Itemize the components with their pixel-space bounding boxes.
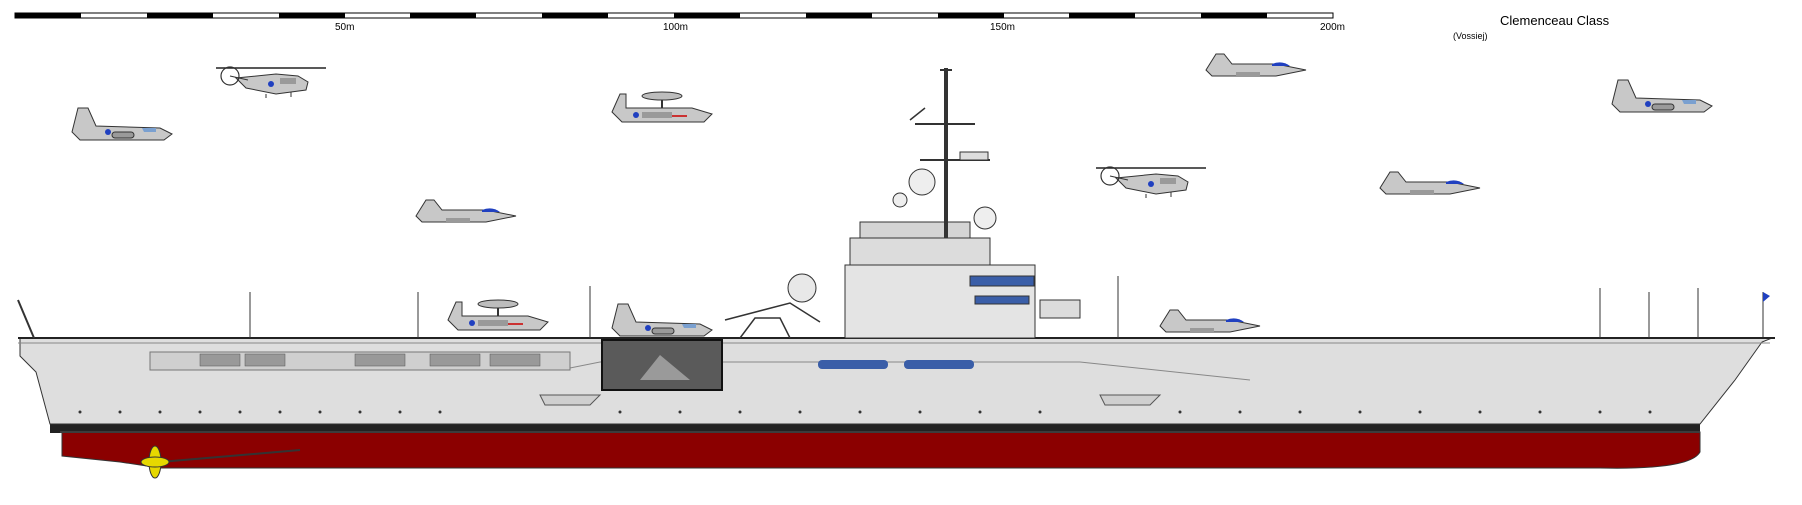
portholes — [78, 410, 1652, 414]
scale-label-200m: 200m — [1320, 22, 1346, 33]
jet-icon — [1205, 53, 1307, 77]
helicopter-icon — [1095, 166, 1207, 199]
deck-antennas — [249, 276, 1699, 338]
ship-class-title: Clemenceau Class — [1500, 13, 1610, 28]
deck-equipment-rows — [149, 351, 571, 371]
hull-red-bottom — [61, 431, 1701, 469]
jet-icon — [415, 199, 517, 223]
artist-credit: (Vossiej) — [1453, 31, 1488, 41]
propeller — [140, 445, 301, 479]
s3-jet-icon — [71, 107, 173, 141]
awacs-plane-icon — [447, 299, 549, 331]
scale-label-100m: 100m — [663, 22, 689, 33]
scale-bar — [14, 12, 1334, 19]
lifeboat — [818, 360, 888, 369]
scale-label-150m: 150m — [990, 22, 1016, 33]
main-mast — [909, 68, 990, 238]
jet-icon — [1159, 309, 1261, 333]
lifeboat — [904, 360, 974, 369]
deck-crane — [724, 302, 821, 339]
stern-antenna — [17, 299, 35, 339]
awacs-plane-icon — [611, 91, 713, 123]
jet-icon — [1379, 171, 1481, 195]
hull-grey — [19, 337, 1773, 425]
scale-label-50m: 50m — [335, 22, 355, 33]
helicopter-icon — [215, 66, 327, 99]
boot-topping — [50, 424, 1700, 433]
s3-jet-icon — [1611, 79, 1713, 113]
island-superstructure — [787, 168, 1081, 339]
s3-jet-icon — [611, 303, 713, 337]
